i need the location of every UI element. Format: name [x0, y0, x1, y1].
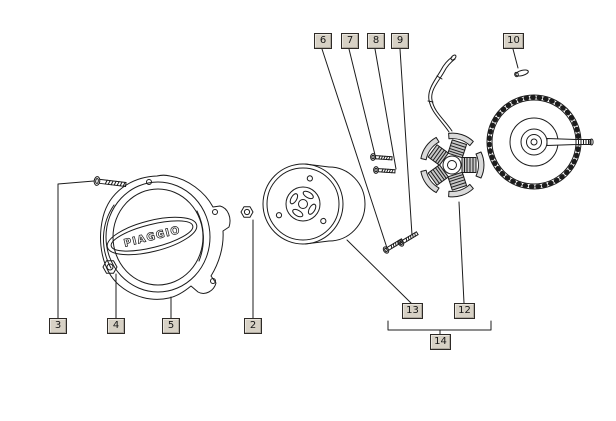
nut-2-drawing [240, 206, 254, 218]
leader-lines [57, 48, 519, 319]
screw-9-drawing [396, 229, 420, 248]
nut-4-drawing [102, 260, 118, 274]
pin-10-drawing [514, 69, 529, 78]
callout-10[interactable]: 10 [503, 33, 524, 49]
cover-drawing: PIAGGIO [100, 174, 231, 300]
callout-8[interactable]: 8 [367, 33, 385, 49]
callout-13[interactable]: 13 [402, 303, 423, 319]
screw-7-drawing [369, 152, 393, 163]
cable-drawing [427, 54, 457, 133]
backplate-drawing [486, 94, 594, 190]
rotor-drawing [262, 163, 366, 245]
callout-2[interactable]: 2 [244, 318, 262, 334]
brand-band: PIAGGIO [106, 216, 198, 256]
screw-3-drawing [93, 175, 127, 190]
callout-12[interactable]: 12 [454, 303, 475, 319]
callout-5[interactable]: 5 [162, 318, 180, 334]
group-bracket [387, 320, 492, 335]
callout-7[interactable]: 7 [341, 33, 359, 49]
callout-9[interactable]: 9 [391, 33, 409, 49]
stator-drawing [418, 130, 485, 200]
callout-14[interactable]: 14 [430, 334, 451, 350]
callout-3[interactable]: 3 [49, 318, 67, 334]
callout-4[interactable]: 4 [107, 318, 125, 334]
callout-6[interactable]: 6 [314, 33, 332, 49]
screw-8-drawing [372, 165, 396, 176]
